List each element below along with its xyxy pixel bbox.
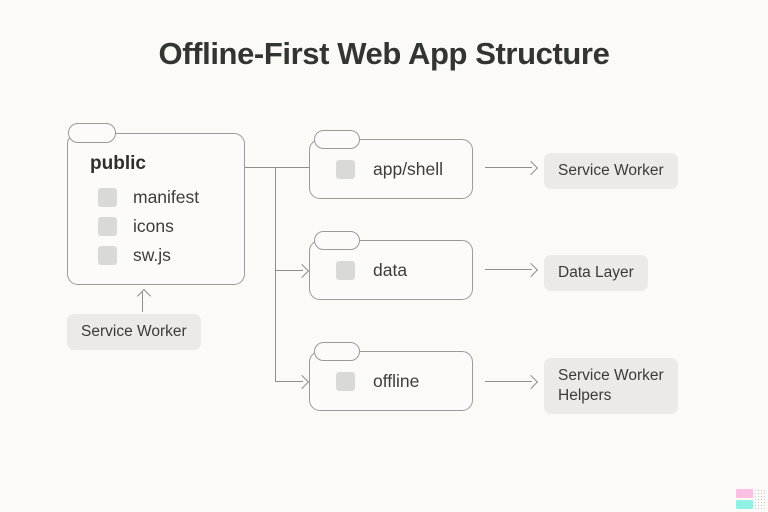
folder-tab-icon — [68, 123, 116, 143]
corner-watermark — [736, 489, 766, 510]
folder-public-title: public — [90, 153, 146, 174]
file-square-icon — [336, 371, 355, 391]
folder-label: offline — [373, 370, 420, 391]
connector-data-to-datalayer — [485, 269, 532, 271]
file-square-icon — [98, 188, 117, 207]
connector-branch-data — [275, 270, 303, 272]
annotation-service-worker[interactable]: Service Worker — [67, 314, 201, 350]
connector-appshell-to-sw — [485, 167, 532, 169]
file-square-icon — [98, 217, 117, 236]
page-title: Offline-First Web App Structure — [158, 36, 610, 71]
file-label: sw.js — [133, 245, 171, 265]
connector-public-stub — [245, 167, 276, 169]
target-service-worker-helpers[interactable]: Service Worker Helpers — [544, 358, 678, 414]
file-square-icon — [98, 246, 117, 265]
folder-tab-icon — [314, 130, 360, 149]
file-label: manifest — [133, 187, 200, 207]
list-item[interactable]: manifest — [98, 183, 199, 212]
list-item[interactable]: icons — [98, 212, 199, 241]
list-item[interactable]: sw.js — [98, 241, 199, 270]
folder-data[interactable]: data — [309, 231, 473, 300]
file-label: icons — [133, 216, 174, 236]
target-service-worker[interactable]: Service Worker — [544, 153, 678, 189]
connector-branch-appshell — [275, 167, 309, 169]
connector-branch-offline — [275, 381, 303, 383]
watermark-dot-pattern — [754, 489, 766, 509]
folder-tab-icon — [314, 231, 360, 250]
connector-sw-to-public — [142, 292, 144, 312]
arrow-head-right-icon — [294, 263, 310, 278]
connector-trunk — [275, 167, 277, 382]
connector-offline-to-swhelpers — [485, 381, 532, 383]
file-square-icon — [336, 159, 355, 179]
folder-offline[interactable]: offline — [309, 342, 473, 411]
arrow-head-right-icon — [523, 160, 539, 175]
arrow-head-right-icon — [523, 262, 539, 277]
watermark-pink-swatch — [736, 489, 753, 498]
arrow-head-right-icon — [294, 374, 310, 389]
file-list: manifest icons sw.js — [98, 183, 199, 270]
folder-label: data — [373, 259, 408, 280]
arrow-head-up-icon — [136, 288, 151, 304]
file-square-icon — [336, 260, 355, 280]
folder-label: app/shell — [373, 158, 444, 179]
folder-public[interactable]: public manifest icons sw.js — [67, 123, 245, 285]
folder-tab-icon — [314, 342, 360, 361]
watermark-cyan-swatch — [736, 500, 753, 509]
folder-app-shell[interactable]: app/shell — [309, 130, 473, 199]
target-data-layer[interactable]: Data Layer — [544, 255, 648, 291]
arrow-head-right-icon — [523, 374, 539, 389]
